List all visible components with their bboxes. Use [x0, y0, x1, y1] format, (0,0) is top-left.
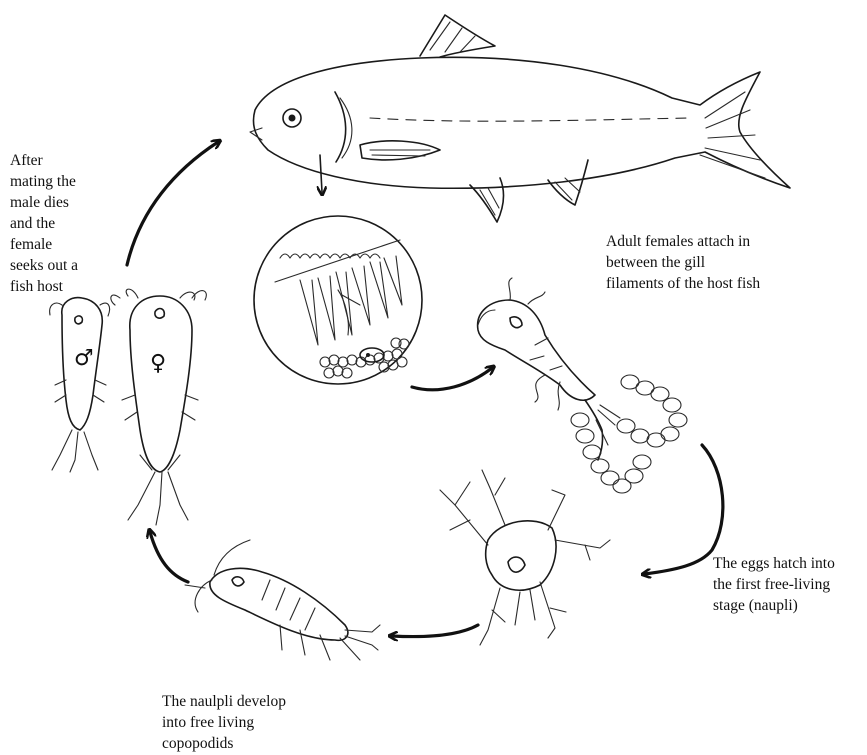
gill-magnified-view	[254, 216, 422, 384]
caption-eggs-hatch: The eggs hatch into the first free-livin…	[713, 553, 865, 616]
nauplius-drawing	[440, 470, 610, 645]
adult-female-with-egg-sacs	[478, 278, 687, 493]
arrow-to-adult-female	[412, 368, 492, 390]
arrow-to-copepodid	[392, 625, 478, 637]
arrow-to-mating-adults	[150, 532, 188, 582]
arrow-to-nauplius	[645, 445, 723, 574]
female-copepod-drawing	[111, 289, 206, 525]
male-copepod-drawing	[50, 298, 110, 472]
gill-zoom-arrow	[320, 155, 322, 192]
caption-copepodids: The naulpli develop into free living cop…	[162, 691, 362, 754]
female-symbol: ♀	[150, 351, 166, 376]
caption-mating: After mating the male dies and the femal…	[10, 150, 135, 297]
host-fish-drawing	[250, 15, 790, 222]
copepodid-drawing	[185, 540, 380, 660]
arrow-to-fish-host	[127, 142, 218, 265]
male-symbol: ♂	[74, 346, 94, 371]
caption-adult-females: Adult females attach in between the gill…	[606, 231, 856, 294]
